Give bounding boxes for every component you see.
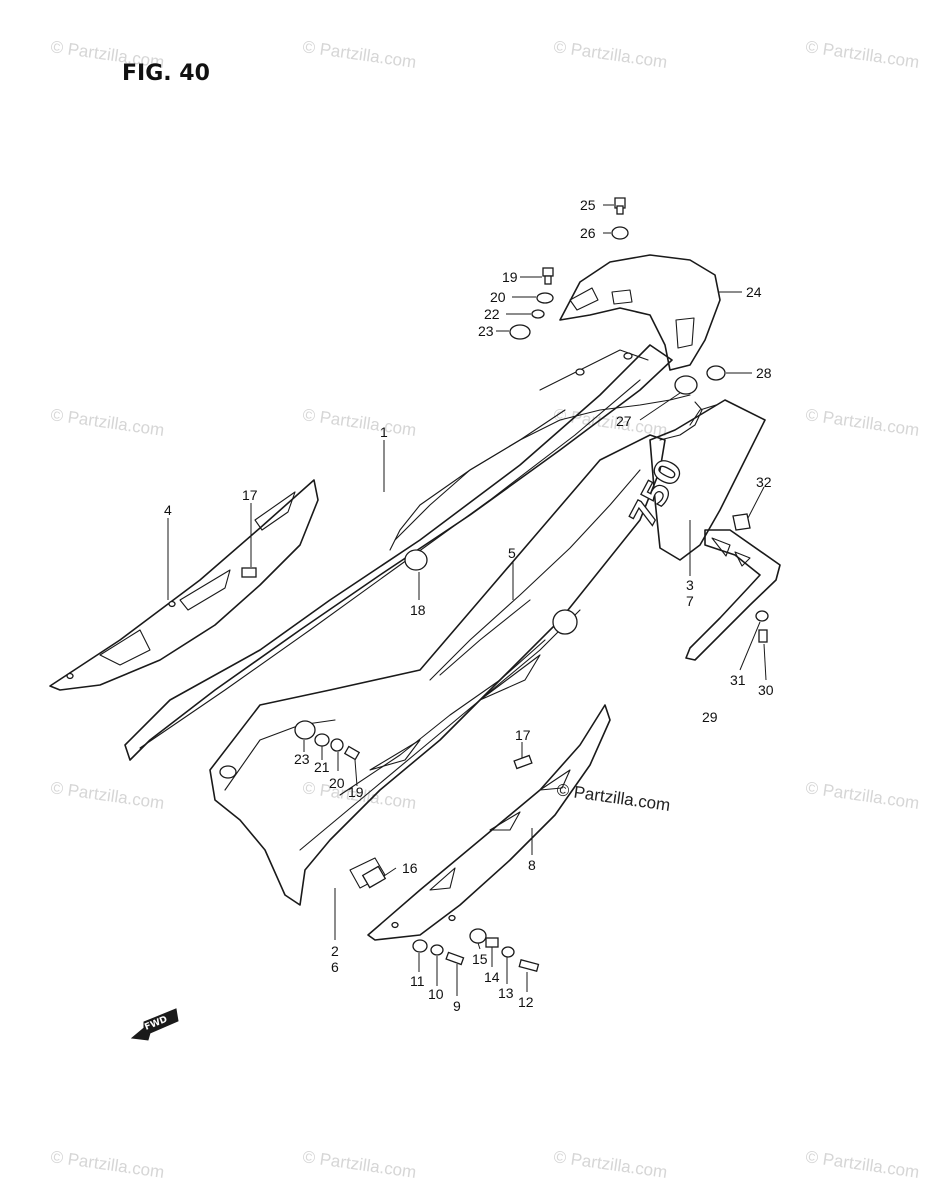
callout-23: 23 xyxy=(294,751,310,767)
callout-1: 1 xyxy=(380,424,388,440)
callout-19: 19 xyxy=(348,784,364,800)
callout-10: 10 xyxy=(428,986,444,1002)
callout-23: 23 xyxy=(478,323,494,339)
callout-labels: 25 26 19 20 22 23 24 28 27 1 32 4 17 5 3… xyxy=(164,197,774,1014)
callout-13: 13 xyxy=(498,985,514,1001)
cable xyxy=(389,394,691,551)
watermark: © Partzilla.com xyxy=(301,405,417,440)
bracket-part-29 xyxy=(685,529,781,661)
watermark: © Partzilla.com xyxy=(804,37,920,72)
callout-24: 24 xyxy=(746,284,762,300)
leader-lines xyxy=(167,204,767,996)
watermark: © Partzilla.com xyxy=(804,778,920,813)
callout-19: 19 xyxy=(502,269,518,285)
callout-32: 32 xyxy=(756,474,772,490)
frame-cover-lower-part-2-6 xyxy=(209,434,666,906)
callout-16: 16 xyxy=(402,860,418,876)
callout-20: 20 xyxy=(490,289,506,305)
watermark: © Partzilla.com xyxy=(301,1147,417,1182)
callout-25: 25 xyxy=(580,197,596,213)
frame-rail-part-5 xyxy=(429,469,641,681)
hardware xyxy=(241,197,769,972)
callout-17: 17 xyxy=(242,487,258,503)
watermark: © Partzilla.com xyxy=(301,37,417,72)
callout-5: 5 xyxy=(508,545,516,561)
frame-cover-rail-part-1 xyxy=(124,344,673,761)
callout-29: 29 xyxy=(702,709,718,725)
forward-arrow-icon: FWD xyxy=(130,1008,179,1041)
side-cover-right-part-8 xyxy=(367,704,611,941)
part-drawings: 750 xyxy=(49,197,781,972)
callout-26: 26 xyxy=(580,225,596,241)
cable xyxy=(659,401,703,441)
callout-14: 14 xyxy=(484,969,500,985)
callout-21: 21 xyxy=(314,759,330,775)
callout-27: 27 xyxy=(616,413,632,429)
callout-31: 31 xyxy=(730,672,746,688)
callout-20: 20 xyxy=(329,775,345,791)
callout-4: 4 xyxy=(164,502,172,518)
callout-9: 9 xyxy=(453,998,461,1014)
watermark-layer: © Partzilla.com © Partzilla.com © Partzi… xyxy=(49,37,920,1182)
callout-17: 17 xyxy=(515,727,531,743)
callout-8: 8 xyxy=(528,857,536,873)
callout-15: 15 xyxy=(472,951,488,967)
callout-28: 28 xyxy=(756,365,772,381)
callout-11: 11 xyxy=(410,973,425,989)
callout-22: 22 xyxy=(484,306,500,322)
figure-title: FIG. 40 xyxy=(122,61,210,86)
watermark: © Partzilla.com xyxy=(49,405,165,440)
watermark: © Partzilla.com xyxy=(804,1147,920,1182)
model-decal: 750 xyxy=(623,453,692,534)
callout-12: 12 xyxy=(518,994,534,1010)
callout-18: 18 xyxy=(410,602,426,618)
callout-30: 30 xyxy=(758,682,774,698)
watermark: © Partzilla.com xyxy=(49,1147,165,1182)
watermark: © Partzilla.com xyxy=(552,1147,668,1182)
watermark: © Partzilla.com xyxy=(552,37,668,72)
side-cover-left-part-4 xyxy=(49,479,319,691)
watermark: © Partzilla.com xyxy=(804,405,920,440)
watermark: © Partzilla.com xyxy=(49,778,165,813)
watermark-center: © Partzilla.com xyxy=(555,780,671,815)
tail-cap-part-24 xyxy=(559,254,721,371)
